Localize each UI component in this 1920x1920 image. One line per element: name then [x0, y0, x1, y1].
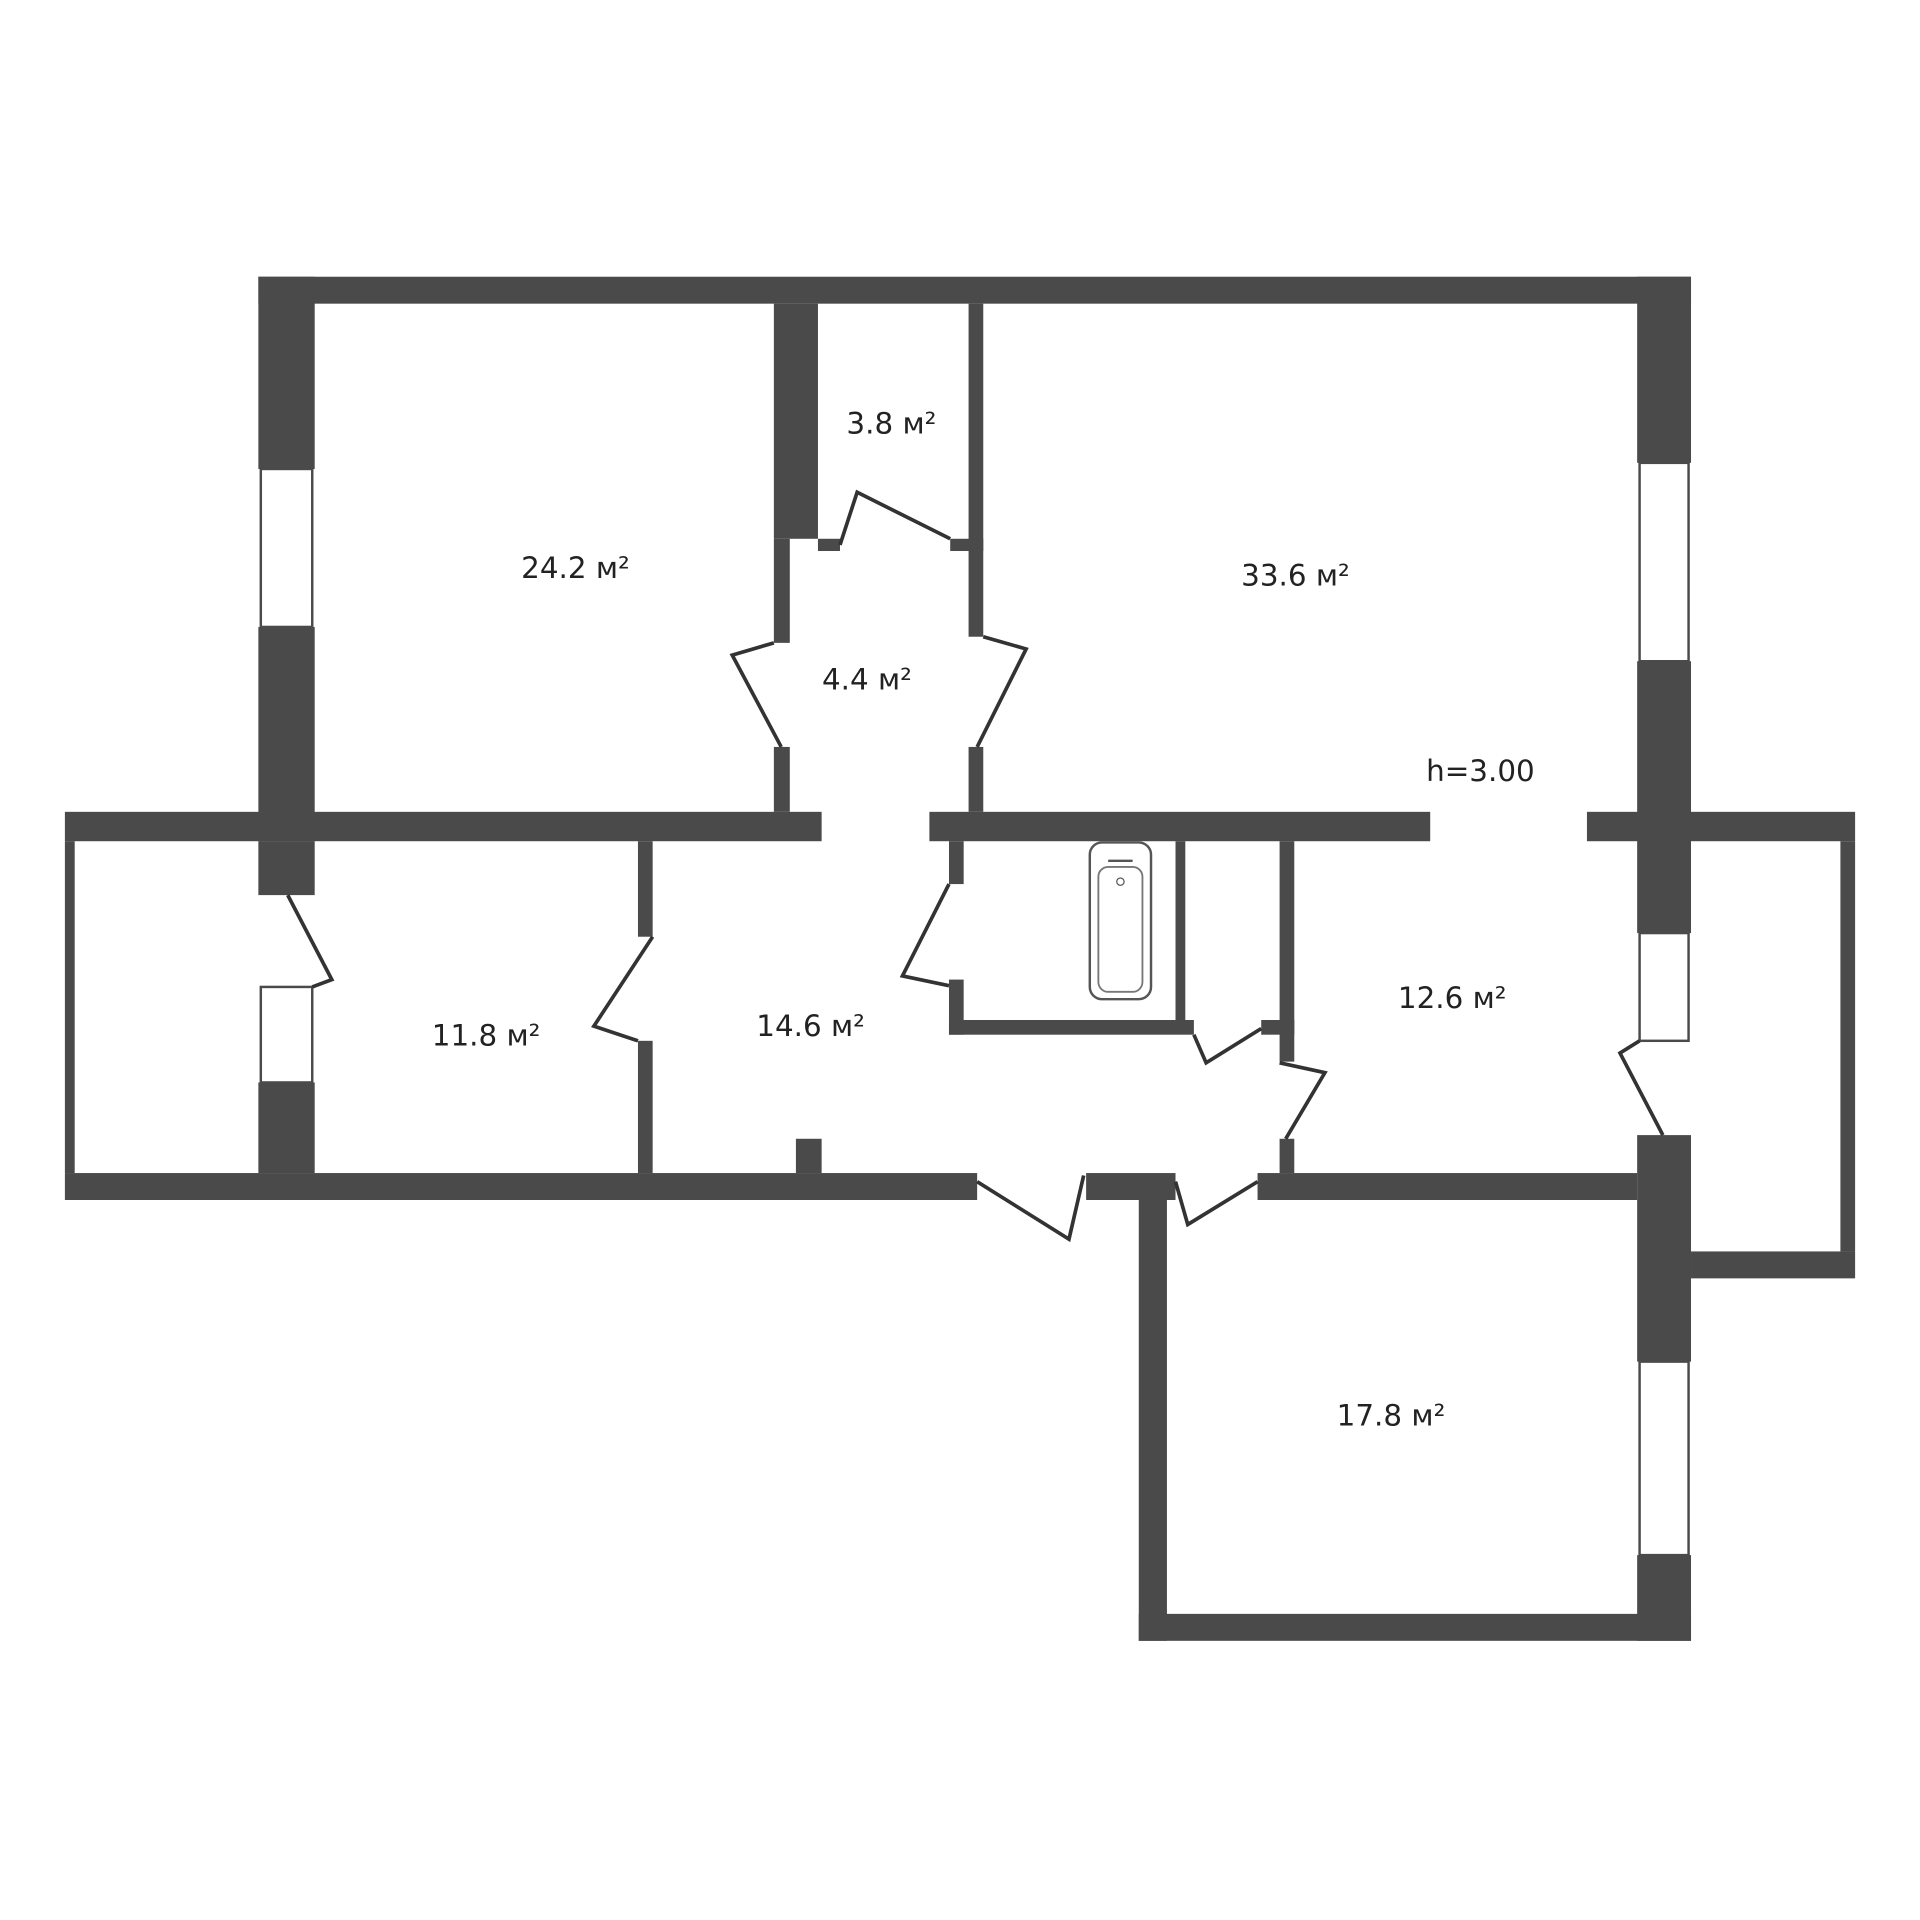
room-area-label: 24.2 м²	[521, 551, 630, 585]
window	[259, 985, 314, 1084]
doors	[286, 489, 1665, 1243]
walls	[64, 276, 1856, 1641]
room-area-label: 11.8 м²	[432, 1019, 541, 1053]
room-area-label: 17.8 м²	[1337, 1398, 1446, 1432]
room-area-label: 33.6 м²	[1241, 558, 1350, 592]
window	[1638, 461, 1690, 663]
window	[1638, 931, 1690, 1043]
ceiling-height-label: h=3.00	[1426, 754, 1535, 788]
room-area-label: 12.6 м²	[1398, 981, 1507, 1015]
bathtub-icon	[1088, 841, 1153, 1001]
windows	[259, 461, 1690, 1557]
window	[259, 467, 314, 629]
room-area-label: 3.8 м²	[846, 406, 936, 440]
room-area-label: 14.6 м²	[756, 1009, 865, 1043]
window	[1638, 1360, 1690, 1557]
room-area-label: 4.4 м²	[822, 662, 912, 696]
